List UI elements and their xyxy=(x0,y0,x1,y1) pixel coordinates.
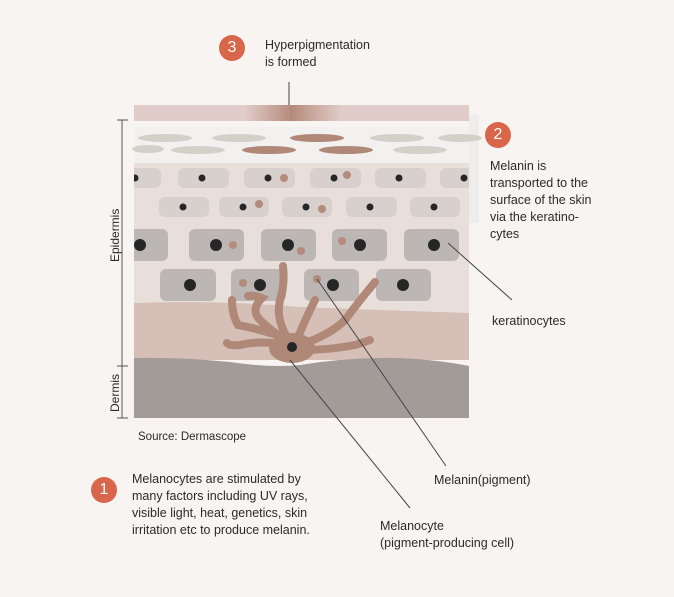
melanocyte-nucleus xyxy=(287,342,297,352)
cell-nucleus xyxy=(460,174,468,182)
step-2-line: via the keratino- xyxy=(490,210,579,224)
step-3-line: Hyperpigmentation xyxy=(265,38,370,52)
corneum-flakes xyxy=(132,134,482,154)
melanin-label: Melanin(pigment) xyxy=(434,473,531,487)
cell-nucleus xyxy=(264,174,272,182)
leader-lines xyxy=(288,82,513,509)
melanocyte-label-line: Melanocyte xyxy=(380,519,444,533)
cell-nucleus xyxy=(210,239,222,251)
step-1-text: Melanocytes are stimulated by many facto… xyxy=(132,471,310,539)
cell-nucleus xyxy=(134,239,146,251)
cell-nucleus xyxy=(395,174,403,182)
cell-nucleus xyxy=(430,203,438,211)
cell-nucleus xyxy=(366,203,374,211)
pigmented-surface-layer xyxy=(134,105,469,121)
cell-nucleus xyxy=(302,203,310,211)
melanin-granule xyxy=(280,174,288,182)
step-2-line: transported to the xyxy=(490,176,588,190)
cell-nucleus xyxy=(198,174,206,182)
step-1-badge: 1 xyxy=(91,477,117,503)
keratinocytes-label: keratinocytes xyxy=(492,314,566,328)
keratinocyte-cells xyxy=(134,168,469,301)
step-2-line: surface of the skin xyxy=(490,193,592,207)
dermis-label: Dermis xyxy=(108,374,122,412)
melanin-granule xyxy=(229,241,237,249)
cell-nucleus xyxy=(179,203,187,211)
step-1-line: many factors including UV rays, xyxy=(132,489,308,503)
melanin-granule xyxy=(343,171,351,179)
melanocyte-label: Melanocyte (pigment-producing cell) xyxy=(380,518,514,552)
melanin-granule xyxy=(239,279,247,287)
step-3-text: Hyperpigmentation is formed xyxy=(265,37,370,71)
keratinocyte-cell xyxy=(134,229,168,261)
step-1-line: Melanocytes are stimulated by xyxy=(132,472,301,486)
step-2-line: cytes xyxy=(490,227,520,241)
cell-nucleus xyxy=(254,279,266,291)
melanin-granule xyxy=(338,237,346,245)
keratinocyte-cell xyxy=(134,168,161,188)
step-2-line: Melanin is xyxy=(490,159,547,173)
step-1-line: visible light, heat, genetics, skin xyxy=(132,506,308,520)
melanin-granule xyxy=(318,205,326,213)
dermis-layer xyxy=(134,357,469,418)
source-caption: Source: Dermascope xyxy=(138,431,247,443)
cell-nucleus xyxy=(327,279,339,291)
keratinocyte-cell xyxy=(440,168,469,188)
cell-nucleus xyxy=(184,279,196,291)
melanocyte-label-line: (pigment-producing cell) xyxy=(380,536,515,550)
step-2-text: Melanin is transported to the surface of… xyxy=(490,158,591,243)
step-3-line: is formed xyxy=(265,55,317,69)
step-3-badge: 3 xyxy=(219,35,245,61)
layer-bracket xyxy=(117,119,128,419)
epidermis-label: Epidermis xyxy=(108,208,122,262)
melanin-granule xyxy=(255,200,263,208)
stratum-corneum xyxy=(134,127,469,164)
step-1-line: irritation etc to produce melanin. xyxy=(132,523,310,537)
cell-nucleus xyxy=(134,174,139,182)
cell-nucleus xyxy=(397,279,409,291)
melanin-granule xyxy=(297,247,305,255)
cell-nucleus xyxy=(330,174,338,182)
info-panel-bg xyxy=(469,115,479,223)
step-2-badge: 2 xyxy=(485,122,511,148)
cell-nucleus xyxy=(428,239,440,251)
cell-nucleus xyxy=(282,239,294,251)
cell-nucleus xyxy=(354,239,366,251)
cell-nucleus xyxy=(239,203,247,211)
